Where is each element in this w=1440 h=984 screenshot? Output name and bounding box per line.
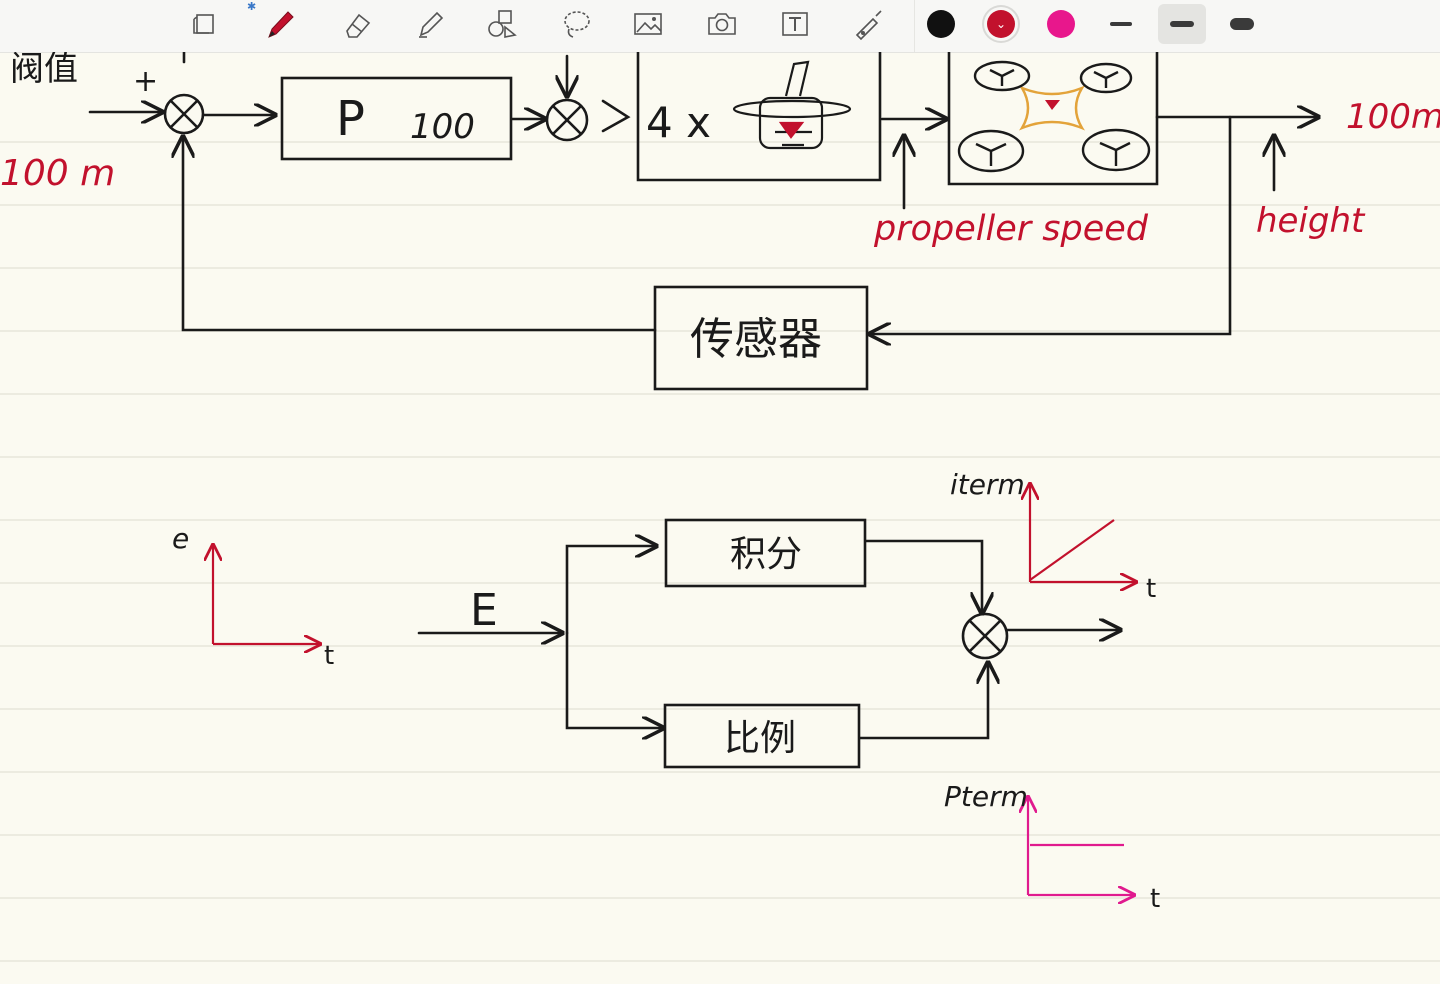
output-value-label: 100m <box>1346 97 1440 137</box>
top-block-diagram <box>88 52 1318 391</box>
drone-icon <box>957 60 1151 173</box>
motor-block <box>636 52 882 182</box>
pterm-plot <box>1028 797 1134 895</box>
integral-block <box>664 518 867 588</box>
proportional-label: 比例 <box>724 718 796 759</box>
drone-block <box>947 52 1159 186</box>
color-swatch-black[interactable] <box>927 10 955 38</box>
iterm-plot <box>1030 484 1136 582</box>
lasso-icon[interactable] <box>554 4 598 44</box>
output-summing-junction <box>961 612 1009 660</box>
error-axes <box>213 545 320 644</box>
check-icon: ⌄ <box>995 17 1007 31</box>
shapes-icon[interactable] <box>480 4 524 44</box>
junction-2-arrow <box>601 99 631 133</box>
image-icon[interactable] <box>626 4 670 44</box>
camera-icon[interactable] <box>700 4 744 44</box>
iterm-label: iterm <box>950 468 1025 501</box>
height-label: height <box>1256 201 1366 241</box>
error-input-label: E <box>470 585 498 636</box>
iterm-time-label: t <box>1146 574 1156 604</box>
stroke-width-medium[interactable] <box>1158 4 1206 44</box>
toolbar-divider <box>914 0 915 52</box>
toolbar: ✱ ⌄ <box>0 0 1440 53</box>
p-gain-label: 100 <box>410 107 475 147</box>
p-controller-label: P <box>336 91 365 147</box>
color-swatch-red[interactable]: ⌄ <box>987 10 1015 38</box>
pterm-time-label: t <box>1150 884 1160 914</box>
summing-junction-2 <box>545 98 589 142</box>
error-axis-label: e <box>172 522 189 555</box>
pen-icon[interactable] <box>258 4 302 44</box>
plus-sign: + <box>133 64 158 99</box>
color-swatch-magenta[interactable] <box>1047 10 1075 38</box>
bluetooth-icon: ✱ <box>247 0 257 13</box>
stroke-width-thick[interactable] <box>1218 4 1266 44</box>
proportional-block <box>663 703 861 769</box>
pages-icon[interactable] <box>182 4 226 44</box>
highlighter-icon[interactable] <box>408 4 452 44</box>
text-box-icon[interactable] <box>773 4 817 44</box>
eraser-icon[interactable] <box>334 4 378 44</box>
pterm-label: Pterm <box>944 780 1028 813</box>
p-controller-block <box>280 76 513 161</box>
sensor-label: 传感器 <box>690 314 822 365</box>
error-time-label: t <box>324 641 334 671</box>
note-canvas[interactable]: 阀值 + 100 m P 100 4 x propeller speed 100… <box>0 52 1440 984</box>
bottom-block-diagram <box>417 518 1120 769</box>
ruled-lines <box>0 141 1440 962</box>
stroke-width-thin[interactable] <box>1097 4 1145 44</box>
integral-label: 积分 <box>730 534 802 575</box>
handwritten-diagram: 阀值 + 100 m P 100 4 x propeller speed 100… <box>0 52 1440 962</box>
motor-icon <box>732 60 852 150</box>
propeller-speed-label: propeller speed <box>873 209 1149 249</box>
laser-pointer-icon[interactable] <box>846 4 890 44</box>
motor-count-label: 4 x <box>646 98 711 147</box>
setpoint-chinese-label: 阀值 <box>10 52 78 89</box>
sensor-block <box>653 285 869 391</box>
setpoint-value: 100 m <box>0 153 115 194</box>
